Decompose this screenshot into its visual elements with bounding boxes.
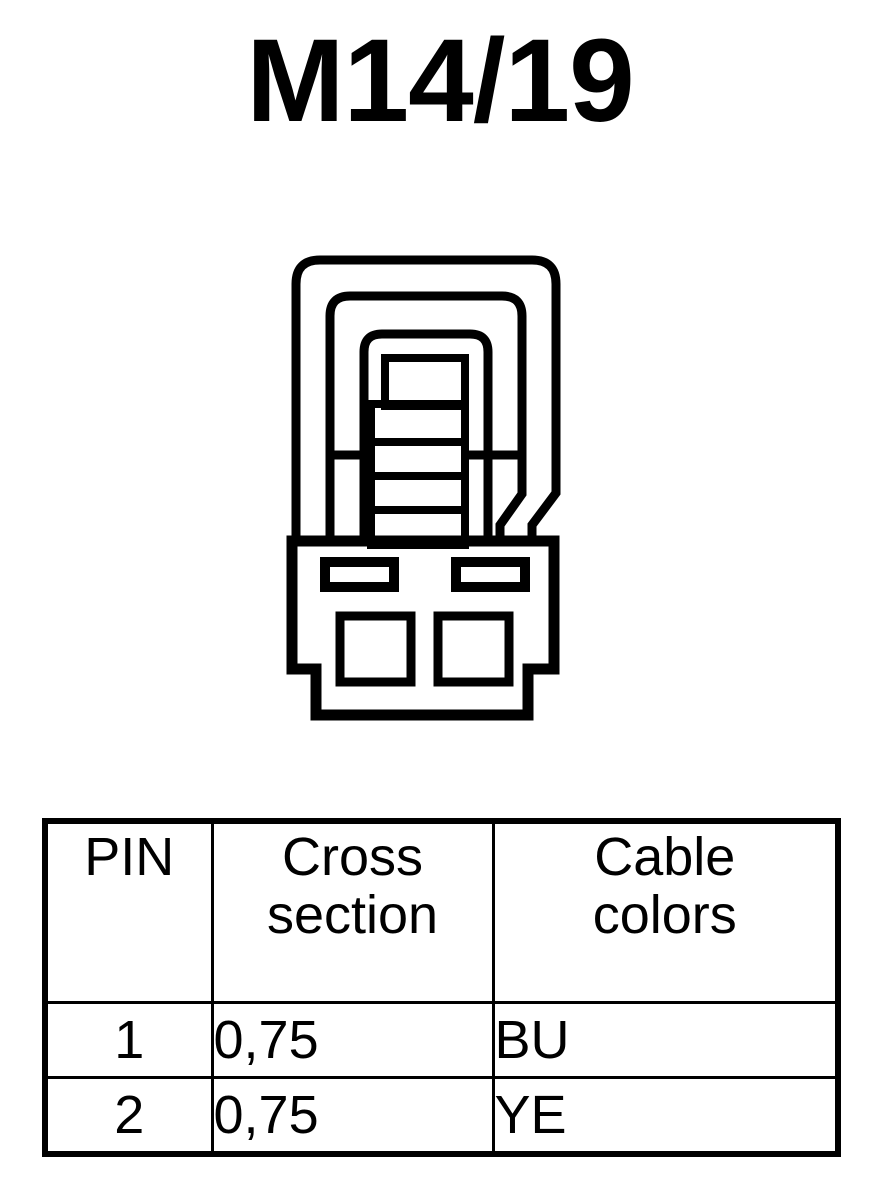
cell-pin-number: 2 <box>43 1076 214 1156</box>
table-row: 1 0,75 BU <box>43 1001 840 1079</box>
table-body: 1 0,75 BU 2 0,75 YE <box>43 1001 840 1156</box>
shroud-outline-middle <box>325 291 527 545</box>
column-header-cross-section-line1: Cross <box>281 827 423 887</box>
cell-cable-color: BU <box>491 1001 840 1079</box>
cell-cross-section: 0,75 <box>210 1076 495 1156</box>
connector-drawing <box>286 255 561 721</box>
column-header-cable-colors: Cable colors <box>491 819 840 1004</box>
cell-cable-color: YE <box>491 1076 840 1156</box>
cell-pin-number: 1 <box>43 1001 214 1079</box>
column-header-cross-section-line2: section <box>266 885 439 946</box>
pinout-table-container: PIN Cross section Cable colors 1 0,75 BU… <box>42 818 841 1157</box>
page-title: M14/19 <box>246 15 635 147</box>
column-header-cable-colors-line1: Cable <box>594 827 736 887</box>
connector-body-outline <box>286 535 560 721</box>
table-header: PIN Cross section Cable colors <box>43 819 840 1004</box>
column-header-pin: PIN <box>43 819 214 1004</box>
shroud-outline-outer <box>291 255 561 545</box>
pin-cavity-2 <box>433 611 514 687</box>
shroud-outline-inner <box>359 329 493 545</box>
pin-cavity-1 <box>335 611 416 687</box>
latch-slot-right <box>451 557 530 592</box>
table-header-row: PIN Cross section Cable colors <box>43 819 840 1004</box>
column-header-cross-section: Cross section <box>210 819 495 1004</box>
column-header-cable-colors-line2: colors <box>592 885 737 946</box>
connector-diagram <box>270 248 590 748</box>
latch-slot-left <box>320 557 399 592</box>
pinout-table: PIN Cross section Cable colors 1 0,75 BU… <box>42 818 841 1157</box>
cell-cross-section: 0,75 <box>210 1001 495 1079</box>
table-row: 2 0,75 YE <box>43 1076 840 1156</box>
terminal-block-top <box>381 354 469 410</box>
